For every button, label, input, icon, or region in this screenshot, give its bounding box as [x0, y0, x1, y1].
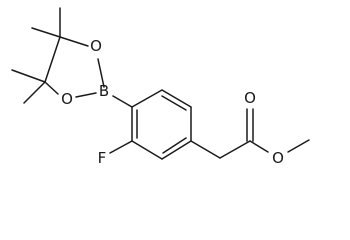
ring-bond-c2-c1 — [161, 140, 192, 160]
ring-bond-c6-c5 — [161, 89, 192, 108]
bond-o-bottom-b — [75, 92, 97, 98]
atom-boron: B — [99, 82, 109, 100]
atom-fluorine: F — [98, 149, 107, 167]
bond-ch2-c — [219, 140, 251, 159]
atom-oxygen-ring-bottom: O — [61, 90, 73, 108]
bond-c-o-ester — [249, 140, 269, 153]
bond-c-o-bottom — [44, 81, 59, 95]
atom-oxygen-carbonyl: O — [244, 89, 256, 107]
bond-c-c-ring — [44, 36, 61, 83]
ring-bond-c3-c2 — [131, 140, 163, 160]
bond-c1-ch2 — [190, 140, 221, 159]
ring-bond-c5-c4 — [131, 89, 163, 108]
molecule-diagram: B O O F O O — [11, 7, 310, 167]
bond-o-ch3 — [287, 139, 310, 153]
bond-o-top-c — [59, 36, 89, 47]
ring-bond-c2-c1-inner — [162, 137, 187, 154]
bond-methyl-3 — [11, 69, 46, 83]
bond-methyl-1 — [31, 27, 61, 38]
ring-bond-c6-c5-inner — [161, 95, 187, 111]
bond-methyl-4 — [23, 81, 46, 104]
atom-oxygen-ester: O — [272, 149, 284, 167]
bond-b-c4 — [112, 95, 133, 108]
atom-oxygen-ring-top: O — [90, 37, 102, 55]
bond-c3-f — [109, 140, 133, 154]
structure-canvas: B O O F O O — [11, 7, 310, 167]
bond-b-o-top — [97, 58, 105, 88]
